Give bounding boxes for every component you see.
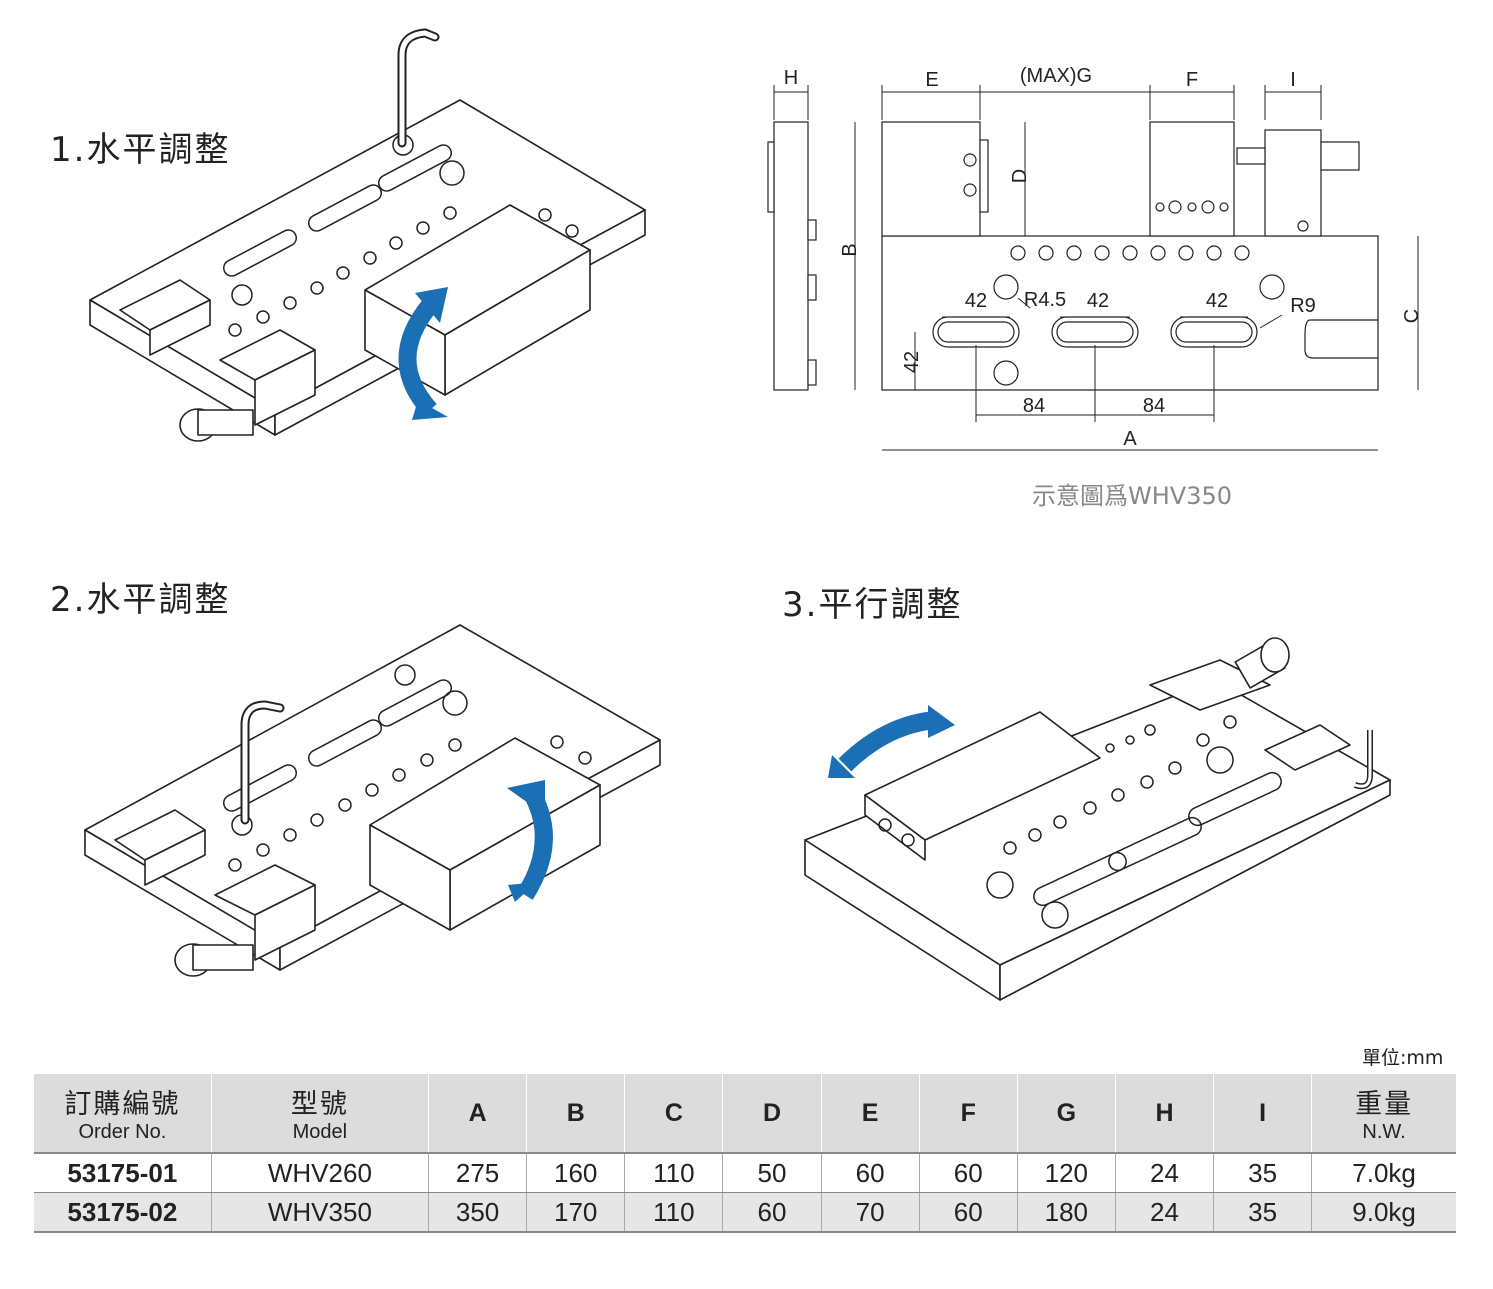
cell-d: 50 <box>722 1152 822 1193</box>
cell-f: 60 <box>919 1192 1018 1233</box>
vise-illustration-step-3 <box>804 637 1391 1001</box>
header-g-label: G <box>1056 1098 1077 1127</box>
cell-i: 35 <box>1213 1192 1313 1233</box>
heading-step-1: 1.水平調整 <box>50 130 231 170</box>
dim-label-pitch-1: 84 <box>1023 395 1045 417</box>
unit-note: 單位:mm <box>1362 1047 1444 1069</box>
header-a: A <box>428 1074 528 1153</box>
dim-label-slot-1: 42 <box>965 290 987 312</box>
dim-label-slot-2: 42 <box>1087 290 1109 312</box>
header-order-zh: 訂購編號 <box>64 1089 181 1120</box>
cell-c: 110 <box>624 1192 724 1233</box>
header-c: C <box>624 1074 724 1153</box>
table-row: 53175-01 WHV260 275 160 110 50 60 60 120… <box>34 1152 1456 1193</box>
header-c-label: C <box>664 1098 683 1127</box>
table-row: 53175-02 WHV350 350 170 110 60 70 60 180… <box>34 1192 1456 1233</box>
dim-label-a: A <box>1123 428 1137 450</box>
header-model-en: Model <box>292 1121 348 1143</box>
header-i: I <box>1213 1074 1313 1153</box>
header-i-label: I <box>1259 1098 1267 1127</box>
cell-nw: 7.0kg <box>1311 1152 1456 1193</box>
dim-label-f: F <box>1186 69 1198 91</box>
header-nw: 重量 N.W. <box>1311 1074 1456 1153</box>
cell-a: 275 <box>428 1152 528 1193</box>
dim-label-e: E <box>925 69 938 91</box>
spec-table: 訂購編號 Order No. 型號 Model A B C D E F G H … <box>34 1074 1456 1233</box>
cell-d: 60 <box>722 1192 822 1233</box>
header-b-label: B <box>566 1098 585 1127</box>
header-order-en: Order No. <box>78 1121 167 1143</box>
dim-label-slot-3: 42 <box>1206 290 1228 312</box>
cell-h: 24 <box>1115 1192 1215 1233</box>
header-f: F <box>919 1074 1018 1153</box>
header-b: B <box>526 1074 626 1153</box>
cell-e: 70 <box>821 1192 920 1233</box>
cell-model: WHV260 <box>211 1152 430 1193</box>
dim-label-r45: R4.5 <box>1024 289 1066 311</box>
cell-h: 24 <box>1115 1152 1215 1193</box>
cell-g: 120 <box>1017 1152 1116 1193</box>
header-e: E <box>821 1074 920 1153</box>
header-nw-zh: 重量 <box>1355 1089 1414 1120</box>
dim-label-d: D <box>1009 169 1031 183</box>
cell-b: 170 <box>526 1192 626 1233</box>
dim-label-b: B <box>839 243 861 256</box>
vise-illustration-step-1 <box>89 28 646 442</box>
dim-label-side-42: 42 <box>901 351 923 373</box>
heading-step-3: 3.平行調整 <box>782 585 963 625</box>
header-d-label: D <box>762 1098 781 1127</box>
header-order-no: 訂購編號 Order No. <box>34 1074 212 1153</box>
cell-order: 53175-02 <box>34 1192 212 1233</box>
header-model-zh: 型號 <box>290 1089 349 1120</box>
header-a-label: A <box>468 1098 487 1127</box>
dim-label-c: C <box>1401 309 1423 323</box>
cell-e: 60 <box>821 1152 920 1193</box>
spec-table-header: 訂購編號 Order No. 型號 Model A B C D E F G H … <box>34 1074 1456 1153</box>
cell-c: 110 <box>624 1152 724 1193</box>
cell-g: 180 <box>1017 1192 1116 1233</box>
dim-label-i: I <box>1290 69 1296 91</box>
dimension-drawing: H E (MAX)G F I B D C A 42 42 42 R4.5 R9 … <box>767 65 1423 451</box>
header-h: H <box>1115 1074 1215 1153</box>
cell-i: 35 <box>1213 1152 1313 1193</box>
header-e-label: E <box>861 1098 879 1127</box>
header-nw-en: N.W. <box>1362 1121 1406 1143</box>
header-h-label: H <box>1155 1098 1174 1127</box>
drawing-caption: 示意圖爲WHV350 <box>1032 482 1233 510</box>
header-f-label: F <box>960 1098 976 1127</box>
dim-label-r9: R9 <box>1290 295 1316 317</box>
vise-illustration-step-2 <box>84 624 661 977</box>
header-model: 型號 Model <box>211 1074 430 1153</box>
cell-f: 60 <box>919 1152 1018 1193</box>
dim-label-g: (MAX)G <box>1020 65 1092 87</box>
dim-label-h: H <box>784 67 798 89</box>
header-g: G <box>1017 1074 1116 1153</box>
cell-model: WHV350 <box>211 1192 430 1233</box>
dim-label-pitch-2: 84 <box>1143 395 1165 417</box>
cell-nw: 9.0kg <box>1311 1192 1456 1233</box>
cell-order: 53175-01 <box>34 1152 212 1193</box>
header-d: D <box>722 1074 822 1153</box>
heading-step-2: 2.水平調整 <box>50 580 231 620</box>
cell-a: 350 <box>428 1192 528 1233</box>
cell-b: 160 <box>526 1152 626 1193</box>
